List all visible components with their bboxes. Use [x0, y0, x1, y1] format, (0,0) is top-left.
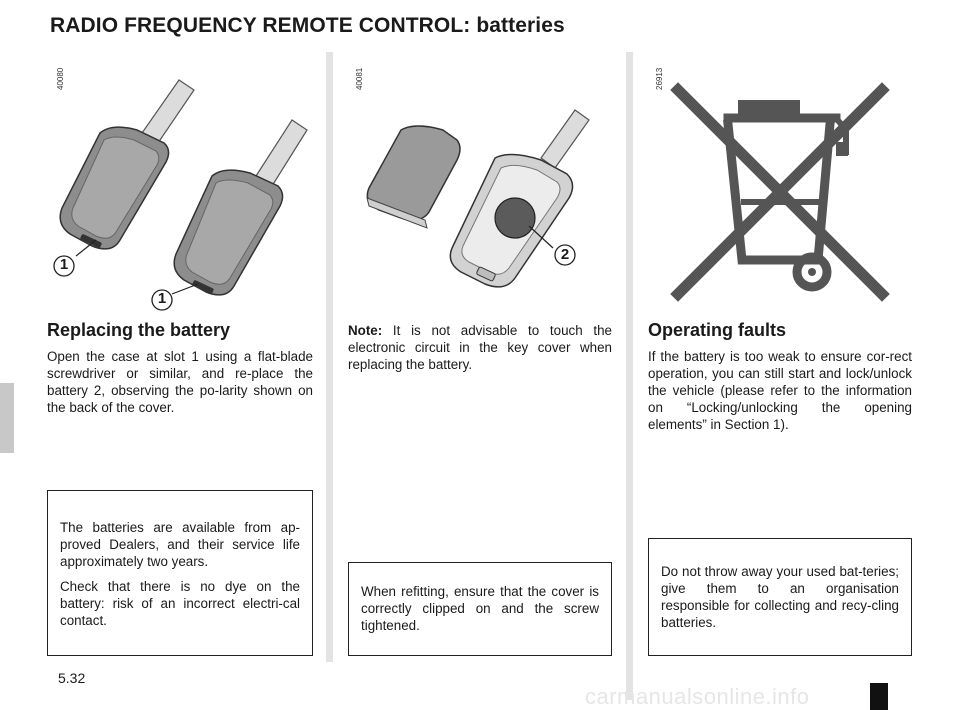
- page-title: RADIO FREQUENCY REMOTE CONTROL: batterie…: [50, 14, 565, 37]
- warning-box-batteries: The batteries are available from ap-prov…: [47, 490, 313, 656]
- box-text-disposal: Do not throw away your used bat-teries; …: [661, 564, 899, 630]
- remote-key-left: [59, 79, 195, 250]
- box-text-dye-check: Check that there is no dye on the batter…: [60, 579, 300, 628]
- callout-battery-2: 2: [560, 246, 570, 263]
- warning-box-refitting: When refitting, ensure that the cover is…: [348, 562, 612, 656]
- box-text-refitting: When refitting, ensure that the cover is…: [361, 584, 599, 633]
- heading-operating-faults: Operating faults: [648, 320, 787, 340]
- warning-box-disposal: Do not throw away your used bat-teries; …: [648, 538, 912, 656]
- heading-replacing-battery: Replacing the battery: [47, 320, 231, 340]
- callout-slot-1a: 1: [59, 256, 69, 273]
- note-paragraph: Note: It is not advisable to touch the e…: [348, 322, 612, 373]
- column-divider-right: [626, 52, 633, 700]
- column-divider-left: [326, 52, 333, 662]
- note-text: It is not advisable to touch the electro…: [348, 323, 612, 372]
- watermark: carmanualsonline.info: [585, 684, 810, 709]
- chapter-tab: [0, 383, 14, 453]
- image-code-26913: 26913: [655, 67, 664, 90]
- key-body-open: [449, 153, 574, 288]
- key-cover: [366, 125, 461, 229]
- remote-key-illustration-closed: [53, 79, 308, 311]
- box-text-service-life: The batteries are available from ap-prov…: [60, 520, 300, 569]
- corner-mark: [870, 683, 888, 710]
- paragraph-operating-faults: If the battery is too weak to ensure cor…: [648, 349, 912, 432]
- page-number: 5.32: [58, 670, 86, 686]
- paragraph-replacing-battery: Open the case at slot 1 using a flat-bla…: [47, 349, 313, 415]
- remote-key-illustration-open: [366, 109, 590, 288]
- callout-slot-1b: 1: [157, 290, 167, 307]
- image-code-40081: 40081: [355, 67, 364, 90]
- remote-key-right: [173, 119, 308, 296]
- note-label: Note:: [348, 323, 383, 338]
- crossed-out-wheelie-bin-icon: [670, 82, 890, 302]
